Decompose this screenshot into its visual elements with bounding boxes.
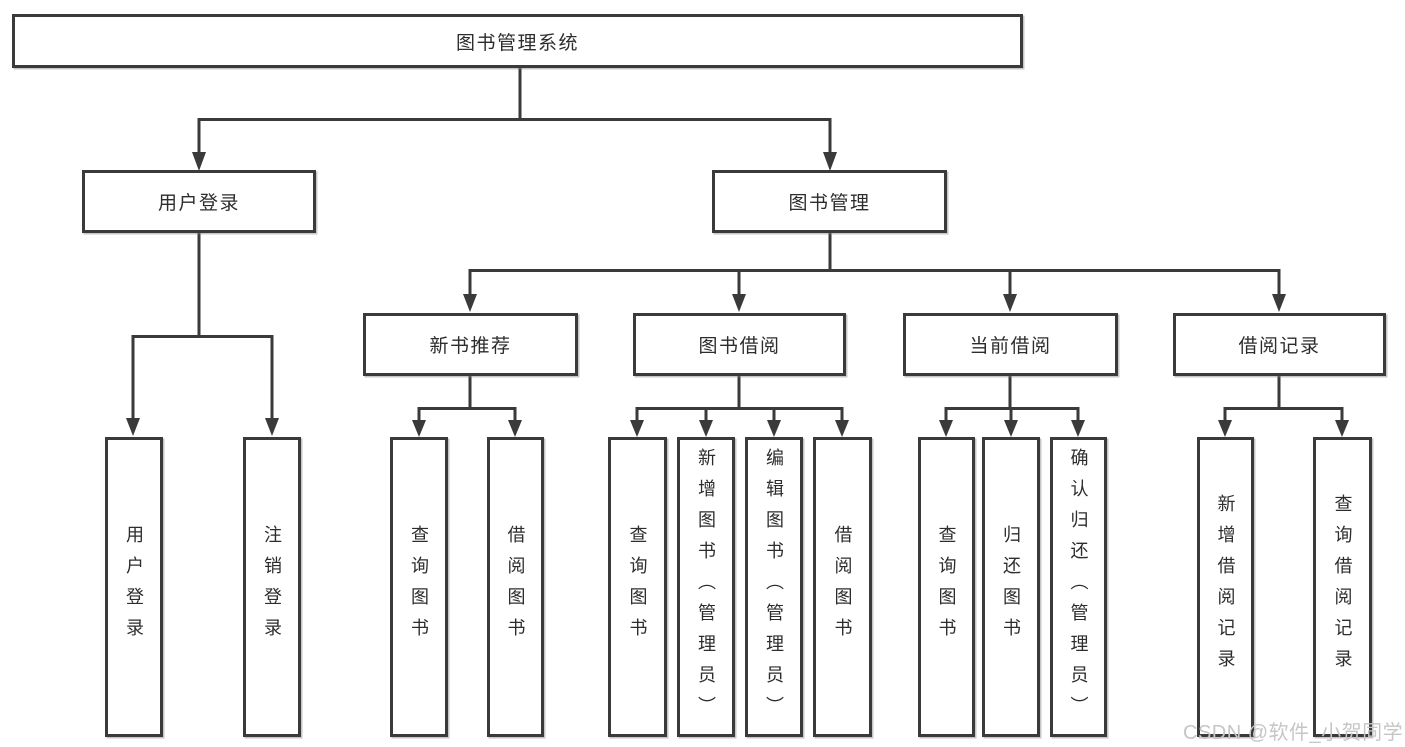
leaf-query-borrow-record-label: 查询借阅记录: [1332, 494, 1353, 680]
node-user-login: 用户登录: [82, 170, 316, 233]
arrow-down-icon: [1071, 420, 1085, 437]
leaf-borrow-books-2: 借阅图书: [813, 437, 872, 737]
leaf-logout-label: 注销登录: [262, 525, 282, 649]
leaf-return-books-label: 归还图书: [1001, 525, 1021, 649]
node-current-borrowing-label: 当前借阅: [969, 336, 1052, 357]
node-new-book-recommend-label: 新书推荐: [429, 336, 512, 357]
arrow-down-icon: [1003, 294, 1017, 312]
leaf-borrow-books-1: 借阅图书: [487, 437, 544, 737]
leaf-query-books-3: 查询图书: [918, 437, 975, 737]
leaf-add-borrow-record-label: 新增借阅记录: [1215, 494, 1236, 680]
leaf-user-login: 用户登录: [105, 437, 163, 737]
leaf-query-books-2: 查询图书: [608, 437, 667, 737]
csdn-watermark: CSDN @软件_小贺同学: [1183, 722, 1404, 744]
leaf-edit-books-admin: 编辑图书（管理员）: [745, 437, 803, 737]
arrow-down-icon: [1335, 420, 1349, 437]
node-book-borrowing: 图书借阅: [633, 313, 846, 376]
node-user-login-label: 用户登录: [157, 193, 240, 214]
connector-newbook-rail: [417, 407, 517, 422]
leaf-user-login-label: 用户登录: [124, 525, 144, 649]
leaf-confirm-return-admin: 确认归还（管理员）: [1050, 437, 1107, 737]
arrow-down-icon: [939, 420, 953, 437]
leaf-borrow-books-2-label: 借阅图书: [832, 525, 853, 649]
arrow-down-icon: [732, 294, 746, 312]
arrow-down-icon: [1272, 294, 1286, 312]
node-book-management: 图书管理: [712, 170, 947, 233]
node-borrowing-records-label: 借阅记录: [1238, 336, 1321, 357]
arrow-down-icon: [508, 420, 522, 437]
leaf-query-borrow-record: 查询借阅记录: [1313, 437, 1372, 737]
arrow-down-icon: [823, 152, 837, 171]
node-new-book-recommend: 新书推荐: [363, 313, 578, 376]
leaf-logout: 注销登录: [243, 437, 301, 737]
arrowheads: [126, 152, 1349, 437]
arrow-down-icon: [412, 420, 426, 437]
connector-lines: [131, 68, 1344, 422]
node-borrowing-records: 借阅记录: [1173, 313, 1386, 376]
connector-record-rail: [1223, 407, 1344, 422]
leaf-query-books-3-label: 查询图书: [936, 525, 957, 649]
arrow-down-icon: [767, 420, 781, 437]
node-root: 图书管理系统: [12, 14, 1023, 68]
arrow-down-icon: [699, 420, 713, 437]
leaf-add-books-admin: 新增图书（管理员）: [677, 437, 735, 737]
arrow-down-icon: [192, 152, 206, 171]
arrow-down-icon: [463, 294, 477, 312]
leaf-confirm-return-admin-label: 确认归还（管理员）: [1068, 447, 1089, 727]
connector-level2-rail: [197, 118, 832, 157]
connector-userlogin-rail: [131, 335, 274, 421]
connector-borrow-rail: [635, 407, 844, 422]
leaf-query-books-1-label: 查询图书: [409, 525, 429, 649]
leaf-add-books-admin-label: 新增图书（管理员）: [696, 447, 716, 727]
connector-category-rail: [468, 269, 1281, 297]
arrow-down-icon: [126, 418, 140, 436]
arrow-down-icon: [1004, 420, 1018, 437]
leaf-query-books-2-label: 查询图书: [627, 525, 648, 649]
arrow-down-icon: [265, 418, 279, 436]
leaf-query-books-1: 查询图书: [390, 437, 448, 737]
node-current-borrowing: 当前借阅: [903, 313, 1118, 376]
node-root-label: 图书管理系统: [455, 32, 579, 54]
arrow-down-icon: [835, 420, 849, 437]
arrow-down-icon: [630, 420, 644, 437]
leaf-add-borrow-record: 新增借阅记录: [1197, 437, 1254, 737]
node-book-borrowing-label: 图书借阅: [698, 336, 781, 357]
leaf-return-books: 归还图书: [982, 437, 1040, 737]
arrow-down-icon: [1218, 420, 1232, 437]
leaf-edit-books-admin-label: 编辑图书（管理员）: [764, 447, 784, 727]
leaf-borrow-books-1-label: 借阅图书: [505, 525, 526, 649]
node-book-management-label: 图书管理: [788, 193, 871, 214]
